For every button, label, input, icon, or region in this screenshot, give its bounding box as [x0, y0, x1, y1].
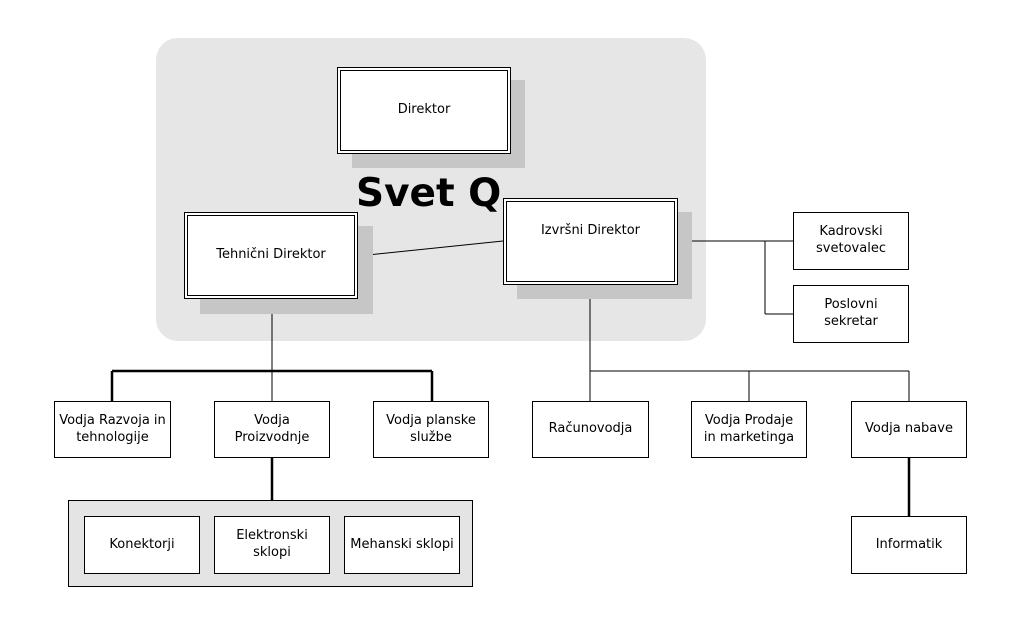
node-mehanski-sklopi-label: Mehanski sklopi	[350, 536, 454, 552]
node-elektronski-sklopi: Elektronski sklopi	[214, 516, 330, 574]
node-direktor: Direktor	[337, 67, 511, 154]
diagram-title: Svet Q	[356, 171, 502, 216]
node-tehnicni-direktor-label: Tehnični Direktor	[216, 247, 326, 263]
node-kadrovski-svetovalec-label: Kadrovski svetovalec	[816, 224, 886, 256]
node-vodja-nabave: Vodja nabave	[851, 401, 967, 458]
node-izvrsni-direktor: Izvršni Direktor	[503, 198, 678, 285]
node-racunovodja-label: Računovodja	[548, 421, 633, 437]
node-informatik: Informatik	[851, 516, 967, 574]
node-vodja-razvoja: Vodja Razvoja in tehnologije	[54, 401, 171, 458]
node-kadrovski-svetovalec: Kadrovski svetovalec	[793, 212, 909, 270]
node-elektronski-sklopi-label: Elektronski sklopi	[236, 528, 308, 560]
node-konektorji: Konektorji	[84, 516, 200, 574]
node-vodja-razvoja-label: Vodja Razvoja in tehnologije	[59, 412, 166, 445]
node-poslovni-sekretar: Poslovni sekretar	[793, 285, 909, 343]
node-vodja-proizvodnje-label: Vodja Proizvodnje	[234, 412, 310, 445]
node-poslovni-sekretar-label: Poslovni sekretar	[824, 297, 878, 329]
node-vodja-planske-label: Vodja planske službe	[386, 412, 476, 445]
node-vodja-prodaje-label: Vodja Prodaje in marketinga	[703, 412, 795, 445]
node-direktor-label: Direktor	[397, 102, 451, 118]
node-vodja-proizvodnje: Vodja Proizvodnje	[214, 401, 330, 458]
node-informatik-label: Informatik	[875, 536, 943, 552]
node-vodja-prodaje: Vodja Prodaje in marketinga	[691, 401, 807, 458]
node-vodja-planske: Vodja planske službe	[373, 401, 489, 458]
node-racunovodja: Računovodja	[532, 401, 649, 458]
node-vodja-nabave-label: Vodja nabave	[865, 421, 953, 437]
connector-tech-exec	[357, 240, 504, 257]
node-izvrsni-direktor-label: Izvršni Direktor	[540, 223, 641, 239]
node-mehanski-sklopi: Mehanski sklopi	[344, 516, 460, 574]
node-tehnicni-direktor: Tehnični Direktor	[184, 212, 358, 299]
node-konektorji-label: Konektorji	[109, 536, 175, 552]
